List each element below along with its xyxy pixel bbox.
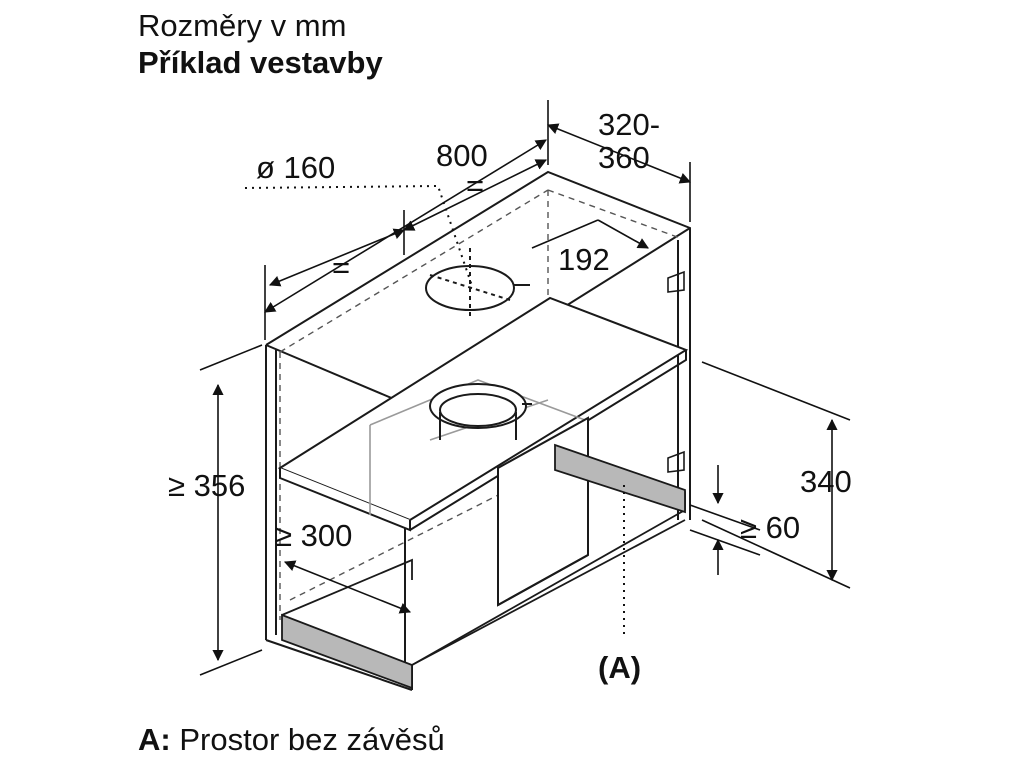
depth-min-label: ≥ 300 [275, 518, 352, 553]
header-title: Příklad vestavby [138, 45, 383, 80]
leader-lines [244, 184, 625, 635]
bottom-shelf [281, 443, 686, 690]
equal-label-left: = [332, 250, 350, 285]
header-units: Rozměry v mm [138, 8, 347, 43]
legend-key: A: [138, 722, 171, 757]
height-label: 340 [800, 464, 852, 499]
duct-top-opening [425, 248, 530, 320]
legend-text: Prostor bez závěsů [179, 722, 445, 757]
depth-label-bottom: 360 [598, 140, 650, 175]
depth-label-top: 320- [598, 107, 660, 142]
zone-marker: (A) [598, 650, 641, 685]
duct-diameter-label: ø 160 [256, 150, 335, 185]
equal-label-right: = [466, 168, 484, 203]
legend: A: Prostor bez závěsů [138, 722, 445, 758]
height-min-label: ≥ 356 [168, 468, 245, 503]
width-label: 800 [436, 138, 488, 173]
mounting-brackets [667, 270, 685, 473]
gap-min-label: ≥ 60 [740, 510, 800, 545]
dimension-lines [199, 100, 851, 676]
offset-label: 192 [558, 242, 610, 277]
duct-shelf-opening [429, 383, 532, 440]
